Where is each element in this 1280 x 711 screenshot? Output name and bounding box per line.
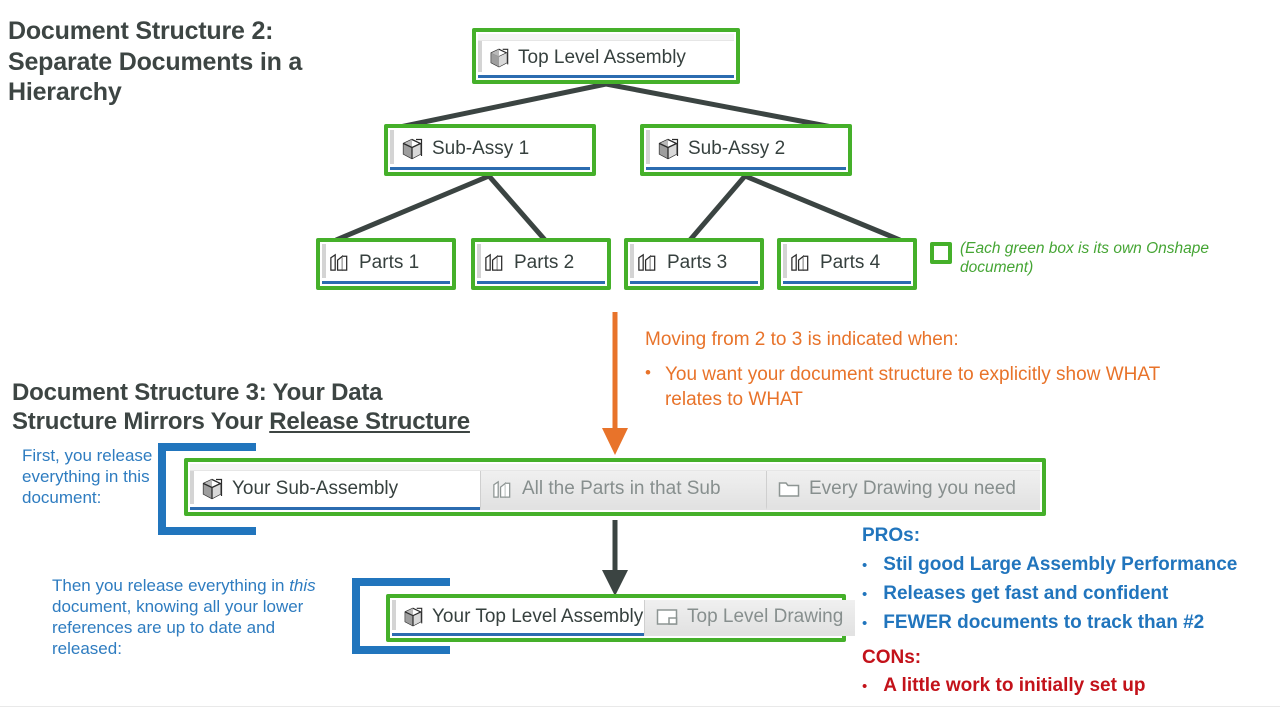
bracket-sub-assembly — [158, 443, 256, 535]
note-then-post: document, knowing all your lower referen… — [52, 597, 304, 659]
assembly-icon — [400, 137, 424, 161]
doc-box-parts-1[interactable]: Parts 1 — [316, 238, 456, 290]
assembly-icon — [488, 47, 510, 69]
bullet-marker: • — [862, 678, 868, 696]
tab-your-sub-assembly[interactable]: Your Sub-Assembly — [190, 471, 480, 510]
tab-label: Top Level Assembly — [518, 47, 686, 68]
part-studio-icon — [328, 251, 351, 274]
bullet-marker: • — [862, 615, 868, 633]
doc-box-top-level-assembly[interactable]: Top Level Assembly — [472, 28, 740, 84]
pros-item: • Stil good Large Assembly Performance — [862, 550, 1274, 579]
legend: (Each green box is its own Onshape docum… — [930, 240, 1250, 277]
folder-icon — [777, 478, 801, 500]
drawing-icon — [655, 607, 679, 627]
assembly-icon — [200, 477, 224, 501]
transition-note: Moving from 2 to 3 is indicated when: • … — [645, 328, 1245, 412]
bullet-marker: • — [862, 556, 868, 574]
transition-bullet-text: You want your document structure to expl… — [664, 363, 1160, 410]
note-then-pre: Then you release everything in — [52, 576, 290, 595]
gray-down-arrow — [602, 520, 628, 596]
transition-bullet-row: • You want your document structure to ex… — [645, 362, 1245, 413]
structure2-line-3: Hierarchy — [8, 78, 122, 106]
doc-box-your-top-level-assembly[interactable]: Your Top Level Assembly Top Level Drawin… — [386, 594, 856, 642]
part-studio-icon — [636, 251, 659, 274]
tab-sub-assy-1[interactable]: Sub-Assy 1 — [390, 130, 590, 170]
tab-label: Top Level Drawing — [687, 605, 844, 627]
pros-item-text: Releases get fast and confident — [883, 582, 1169, 604]
cons-item-text: A little work to initially set up — [883, 675, 1146, 697]
structure3-release-structure: Release Structure — [269, 408, 470, 436]
note-then-release: Then you release everything in this docu… — [52, 575, 344, 659]
tab-parts-2[interactable]: Parts 2 — [477, 244, 605, 284]
tab-top-level-assembly[interactable]: Top Level Assembly — [478, 41, 734, 78]
tab-your-top-level-assembly[interactable]: Your Top Level Assembly — [392, 600, 644, 636]
tab-label: Your Sub-Assembly — [232, 478, 399, 499]
tab-top-level-drawing[interactable]: Top Level Drawing — [644, 600, 856, 636]
doc-box-parts-3[interactable]: Parts 3 — [624, 238, 764, 290]
tab-label: Your Top Level Assembly — [432, 605, 644, 627]
doc-box-sub-assy-2[interactable]: Sub-Assy 2 — [640, 124, 852, 176]
part-studio-icon — [789, 251, 812, 274]
structure3-line-2-plain: Structure Mirrors Your — [12, 408, 270, 436]
assembly-icon — [656, 137, 680, 161]
pros-item-text: FEWER documents to track than #2 — [883, 612, 1205, 634]
cons-item: • A little work to initially set up — [862, 671, 1274, 700]
part-studio-icon — [491, 478, 514, 501]
pros-item-text: Stil good Large Assembly Performance — [883, 553, 1238, 575]
structure3-line-2: Structure Mirrors Your Release Structure — [12, 407, 532, 436]
page-title-structure-2: Document Structure 2: Separate Documents… — [8, 16, 338, 108]
tab-label: Parts 4 — [820, 251, 881, 273]
tab-parts-3[interactable]: Parts 3 — [630, 244, 758, 284]
note-first-release: First, you release everything in this do… — [22, 446, 153, 508]
tab-sub-assy-2[interactable]: Sub-Assy 2 — [646, 130, 846, 170]
structure2-line-2: Separate Documents in a — [8, 47, 303, 76]
doc-box-sub-assy-1[interactable]: Sub-Assy 1 — [384, 124, 596, 176]
tab-every-drawing[interactable]: Every Drawing you need — [766, 471, 1040, 510]
note-then-italic: this — [289, 576, 316, 595]
tab-parts-4[interactable]: Parts 4 — [783, 244, 911, 284]
tab-label: Every Drawing you need — [809, 478, 1016, 499]
doc-box-your-sub-assembly[interactable]: Your Sub-Assembly All the Parts in that … — [184, 458, 1046, 516]
bracket-top-level — [352, 578, 450, 654]
cons-heading: CONs: — [862, 646, 922, 668]
pros-item: • Releases get fast and confident — [862, 579, 1274, 608]
bottom-divider — [0, 706, 1280, 707]
structure3-line-1: Document Structure 3: Your Data — [12, 379, 383, 406]
bullet-marker: • — [645, 362, 651, 382]
tab-label: Parts 2 — [514, 251, 575, 273]
structure2-line-1: Document Structure 2: — [8, 17, 274, 45]
tab-label: Sub-Assy 1 — [432, 137, 530, 159]
bullet-marker: • — [862, 585, 868, 603]
tab-all-the-parts[interactable]: All the Parts in that Sub — [480, 471, 766, 510]
tab-strip-background — [190, 464, 1040, 471]
assembly-icon — [402, 606, 424, 628]
legend-text: (Each green box is its own Onshape docum… — [960, 240, 1209, 276]
tab-strip-background — [478, 34, 734, 41]
page-title-structure-3: Document Structure 3: Your Data Structur… — [12, 378, 532, 437]
tab-parts-1[interactable]: Parts 1 — [322, 244, 450, 284]
orange-down-arrow — [602, 312, 628, 455]
tab-label: Parts 3 — [667, 251, 728, 273]
transition-title: Moving from 2 to 3 is indicated when: — [645, 329, 959, 350]
part-studio-icon — [483, 251, 506, 274]
doc-box-parts-2[interactable]: Parts 2 — [471, 238, 611, 290]
tab-label: All the Parts in that Sub — [522, 478, 721, 499]
pros-cons-panel: PROs: • Stil good Large Assembly Perform… — [862, 522, 1274, 701]
doc-box-parts-4[interactable]: Parts 4 — [777, 238, 917, 290]
pros-heading: PROs: — [862, 525, 921, 546]
tab-label: Parts 1 — [359, 251, 420, 273]
pros-item: • FEWER documents to track than #2 — [862, 608, 1274, 637]
tab-label: Sub-Assy 2 — [688, 137, 786, 159]
green-box-swatch-icon — [930, 242, 952, 264]
